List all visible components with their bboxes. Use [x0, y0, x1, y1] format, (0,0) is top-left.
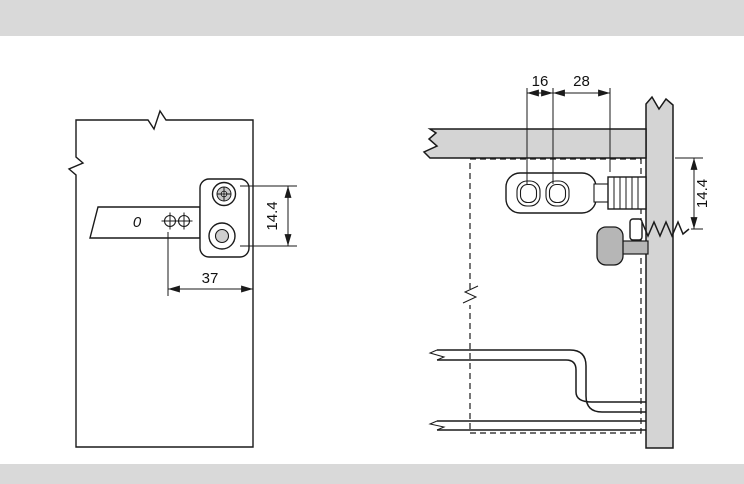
- dimension-right-16-28: 16 28: [526, 73, 611, 184]
- profile-inner-line: [437, 359, 646, 403]
- dimension-left-14-4: 14.4: [240, 185, 297, 247]
- dimension-left-37: 37: [167, 232, 254, 296]
- dimension-label-28: 28: [573, 73, 590, 90]
- cam-cross-icon: [217, 187, 231, 201]
- fixing-bracket: [505, 172, 647, 214]
- bracket-slot-right-inner: [548, 183, 567, 204]
- break-mark-icon: [428, 420, 446, 431]
- bottom-gray-band: [0, 464, 744, 484]
- dimension-label: 14.4: [694, 179, 711, 208]
- cabinet-side-panel: [645, 95, 674, 449]
- screw-head: [629, 218, 643, 241]
- figure-right-cross-section: 16 28 14.4: [422, 73, 711, 449]
- extension-lines: [167, 232, 254, 296]
- locking-knob: [596, 226, 624, 266]
- dimension-label: 14.4: [264, 201, 281, 230]
- bracket-slot-left-inner: [519, 183, 538, 204]
- screw-thread: [641, 220, 690, 238]
- extension-lines: [526, 88, 611, 184]
- bottom-rail-lines: [437, 420, 646, 431]
- break-mark-icon: [428, 349, 446, 361]
- extension-lines: [675, 157, 703, 230]
- drawer-side-profile: [428, 349, 646, 431]
- knob-stem: [619, 240, 649, 255]
- dimension-right-14-4: 14.4: [675, 157, 711, 230]
- profile-outer-line: [437, 349, 646, 413]
- mounting-hole-inner: [214, 228, 230, 244]
- cabinet-top-panel: [422, 128, 647, 159]
- top-gray-band: [0, 0, 744, 36]
- break-mark-icon: [462, 285, 479, 304]
- adjustment-hole-crosshairs: [161, 212, 193, 230]
- figure-left-front-view: 0 14.4 37: [67, 109, 297, 448]
- zero-marking: 0: [133, 214, 142, 231]
- dimension-label: 37: [202, 270, 219, 287]
- knurling-lines: [613, 177, 639, 209]
- cabinet-panel: [67, 109, 254, 448]
- dimension-label-16: 16: [532, 73, 549, 90]
